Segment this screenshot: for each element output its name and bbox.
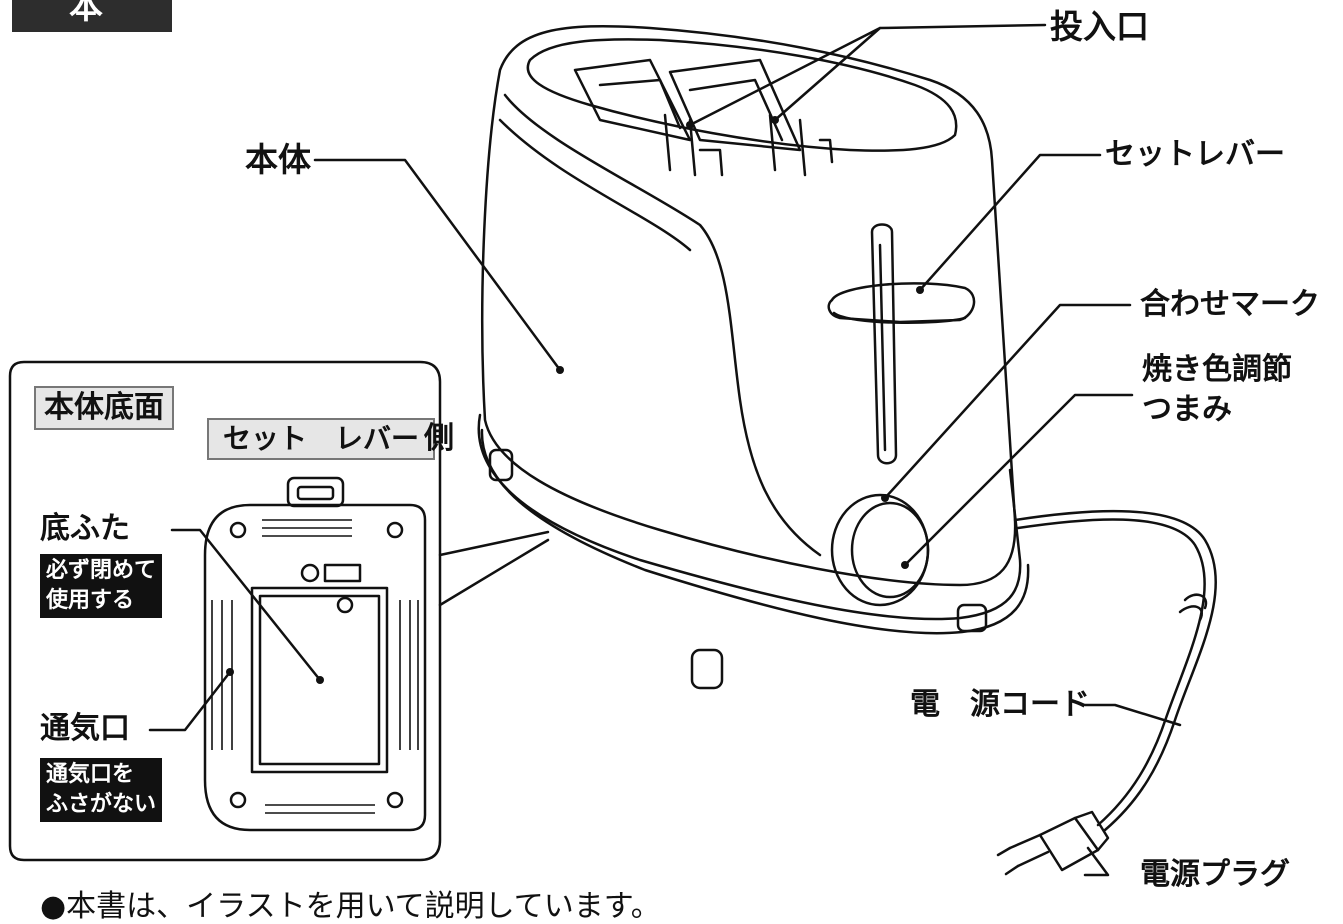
label-vent: 通気口 xyxy=(40,711,130,746)
bottom-cover-note: 必ず閉めて 使用する xyxy=(40,554,163,618)
label-browning-knob-2: つまみ xyxy=(1142,392,1232,427)
set-lever-side-suffix: 側 xyxy=(424,421,454,456)
toaster-top xyxy=(526,38,958,152)
label-power-plug: 電源プラグ xyxy=(1140,857,1290,892)
label-browning-knob: 焼き色調節 xyxy=(1142,352,1292,387)
label-bottom-cover: 底ふた xyxy=(40,511,130,546)
label-body: 本体 xyxy=(245,140,311,179)
section-title: 本 体 xyxy=(12,0,172,77)
bottom-cover xyxy=(250,586,389,774)
lever-slot xyxy=(870,223,898,465)
inset-title: 本体底面 xyxy=(34,386,174,430)
inset-frame xyxy=(8,360,442,862)
label-align-mark: 合わせマーク xyxy=(1140,287,1320,322)
bottom-view xyxy=(203,503,427,832)
set-lever xyxy=(827,282,976,324)
foot xyxy=(488,448,514,482)
bread-slot xyxy=(668,58,802,152)
footer-note: ●本書は、イラストを用いて説明しています。 xyxy=(40,889,661,924)
set-lever-side-box: セット レバー xyxy=(207,418,436,460)
bread-slot xyxy=(573,58,692,142)
foot xyxy=(690,648,724,690)
power-cord xyxy=(1013,509,1218,832)
power-plug xyxy=(1038,816,1100,872)
foot xyxy=(956,603,988,633)
label-set-lever: セットレバー xyxy=(1105,137,1285,172)
vent-note: 通気口を ふさがない xyxy=(40,758,163,822)
label-slot: 投入口 xyxy=(1050,7,1149,46)
label-power-cord: 電 源コード xyxy=(910,687,1090,722)
toaster-body xyxy=(481,24,1017,587)
